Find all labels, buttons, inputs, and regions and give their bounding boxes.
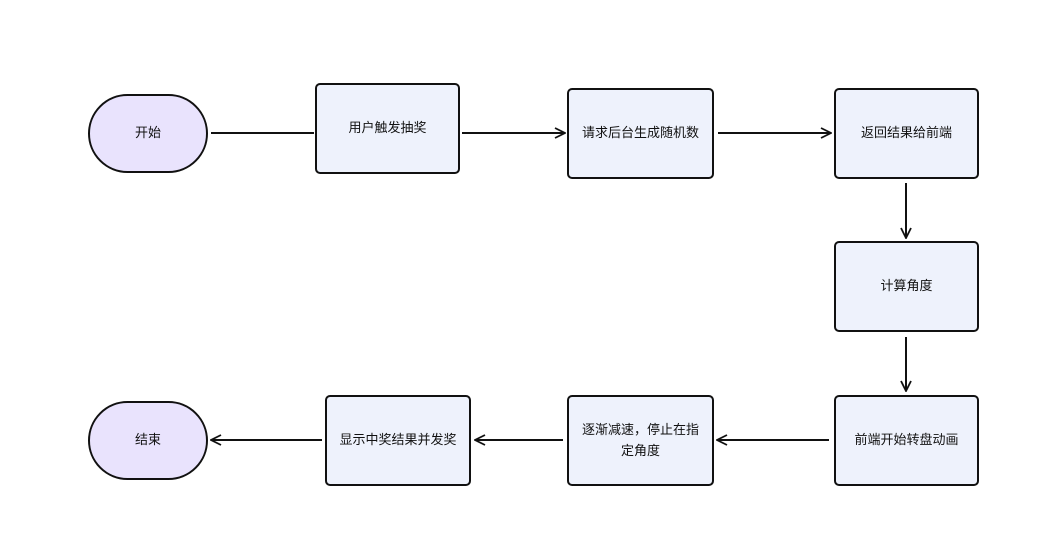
spin-label: 前端开始转盘动画 [854, 433, 959, 448]
return-label: 返回结果给前端 [860, 126, 952, 141]
start-label: 开始 [134, 126, 161, 141]
end-label: 结束 [134, 433, 161, 448]
request-node: 请求后台生成随机数 [567, 88, 714, 179]
return-node: 返回结果给前端 [834, 88, 979, 179]
calc-label: 计算角度 [880, 279, 933, 294]
trigger-label: 用户触发抽奖 [348, 121, 427, 136]
spin-node: 前端开始转盘动画 [834, 395, 979, 486]
slow-node: 逐渐减速，停止在指定角度 [567, 395, 714, 486]
calc-node: 计算角度 [834, 241, 979, 332]
trigger-node: 用户触发抽奖 [315, 83, 460, 174]
request-label: 请求后台生成随机数 [581, 126, 699, 141]
show-label: 显示中奖结果并发奖 [339, 433, 457, 448]
end-node: 结束 [88, 401, 208, 480]
show-node: 显示中奖结果并发奖 [325, 395, 471, 486]
slow-label: 逐渐减速，停止在指定角度 [581, 422, 699, 459]
start-node: 开始 [88, 94, 208, 173]
